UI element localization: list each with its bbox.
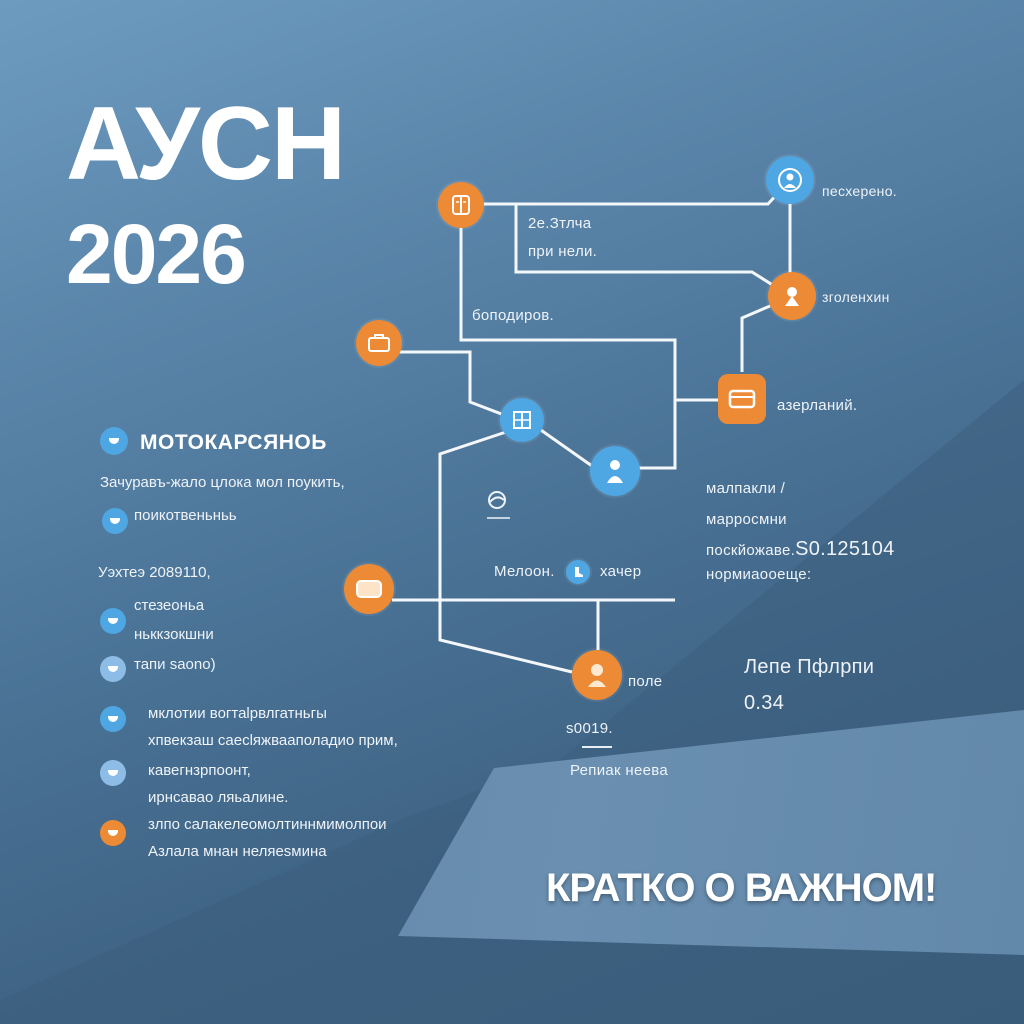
node-right-mid[interactable] [768, 272, 816, 320]
document-icon [452, 195, 470, 215]
bullet-icon [100, 656, 126, 682]
diagram-label-right-box: азерланий. [777, 397, 858, 414]
boot-icon [575, 567, 583, 577]
info-line-1: малпакли / [706, 480, 786, 497]
info-line-4: нормиаооеще: [706, 566, 812, 583]
diagram-label-right-top: песхерено. [822, 183, 897, 199]
rate-label: Лепе Пфлрпи [744, 656, 875, 678]
info-line-3-value: S0.125104 [795, 538, 895, 560]
node-inline-small[interactable] [566, 560, 590, 584]
bullet-icon [100, 706, 126, 732]
bullet-icon [100, 760, 126, 786]
diagram-label-mid: боподиров. [472, 307, 555, 324]
node-center-right[interactable] [590, 446, 640, 496]
left-item-10: злпо салакелеомолтиннмимолпои [148, 816, 387, 833]
diagram-label-top-box-1: 2е.Зтлча [528, 215, 592, 232]
info-line-2: марросмни [706, 511, 787, 528]
info-line-3-label: поскйожаве. [706, 542, 796, 559]
left-item-7: хпвекзаш саесlяжвааполадио прим, [148, 732, 398, 749]
left-item-0: Зачуравъ-жало цлока мол поукить, [100, 474, 345, 491]
bullet-icon [100, 820, 126, 846]
left-item-11: Азлала мнан неляеsмина [148, 843, 327, 860]
diagram-bottom-caption: Репиак неева [570, 762, 668, 779]
cta-headline: КРАТКО О ВАЖНОМ! [546, 866, 937, 910]
left-item-2: Уэхтеэ 2089110, [98, 564, 211, 581]
rate-value: 0.34 [744, 692, 785, 714]
page-year: 2026 [66, 207, 247, 301]
node-top-left[interactable] [438, 182, 484, 228]
person-icon [588, 664, 606, 687]
left-item-5: тапи saono) [134, 656, 216, 673]
diagram-label-center-right: хачер [600, 563, 642, 580]
bullet-icon [102, 508, 128, 534]
diagram-label-right-mid: зголенхин [822, 289, 890, 305]
building-icon [513, 411, 531, 429]
node-center[interactable] [500, 398, 544, 442]
divider [582, 746, 612, 748]
diagram-label-top-box-2: при нели. [528, 243, 598, 260]
left-item-4: ньккзокшни [134, 626, 214, 643]
left-item-9: ирнсавао ляьалине. [148, 789, 289, 806]
left-item-6: мклотии вогтаlрвлгатньгы [148, 705, 327, 722]
wallet-icon [728, 389, 756, 409]
diagram-label-bottom-node: поле [628, 673, 663, 690]
left-item-8: кавегнзрпоонт, [148, 762, 251, 779]
decorative-glyph-icon [487, 491, 510, 519]
heading-icon [100, 427, 128, 455]
node-left-lower[interactable] [344, 564, 394, 614]
diagram-label-center-left: Мелоон. [494, 563, 555, 580]
person-icon [785, 287, 799, 306]
node-right-box[interactable] [718, 374, 766, 424]
user-headset-icon [778, 168, 802, 192]
node-top-right[interactable] [766, 156, 814, 204]
diagram-bottom-value: s0019. [566, 720, 613, 737]
info-line-3: поскйожаве.S0.125104 [706, 538, 895, 561]
page-title: АУСН [66, 86, 346, 202]
bullet-icon [100, 608, 126, 634]
user-icon [607, 460, 623, 483]
left-item-3: стезеоньа [134, 597, 205, 614]
left-panel-heading: МОТОКАРСЯНОЬ [140, 431, 327, 454]
card-icon [356, 580, 382, 598]
node-bottom[interactable] [572, 650, 622, 700]
briefcase-icon [368, 334, 390, 352]
left-item-1: поикотвеньньь [134, 507, 237, 524]
node-left-upper[interactable] [356, 320, 402, 366]
